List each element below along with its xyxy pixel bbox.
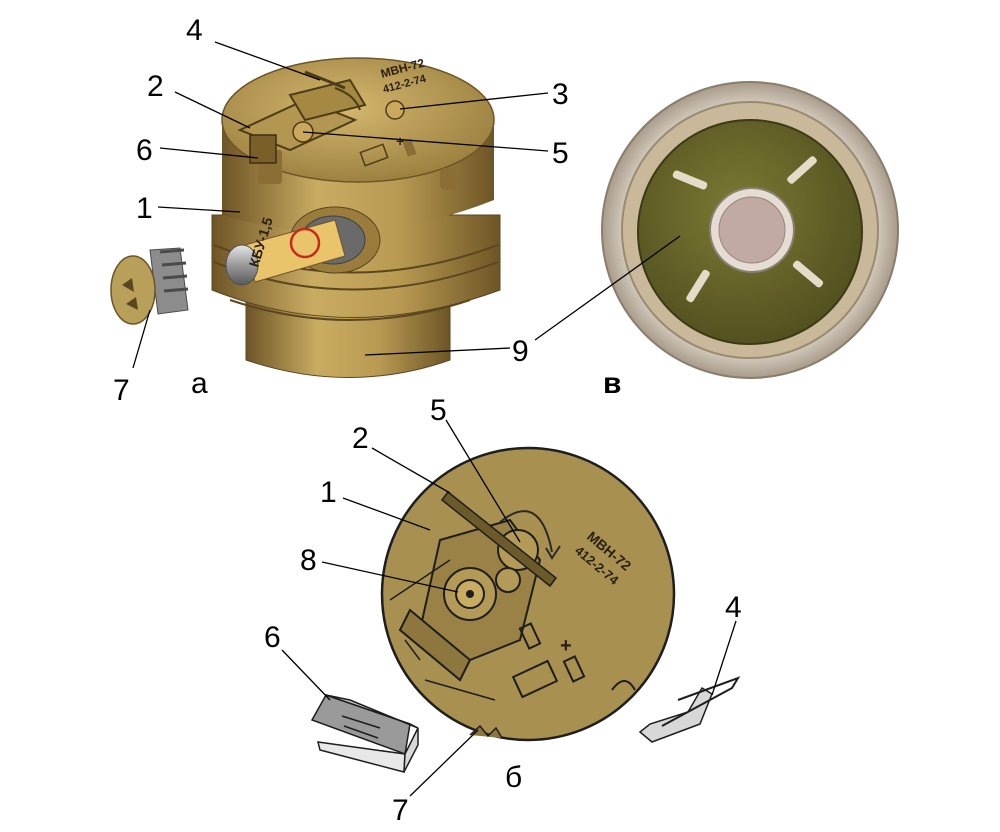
label-a-4: 4 [186, 14, 203, 47]
plus-mark-a: + [396, 133, 404, 149]
callout-labels-a: 4 2 6 1 3 5 7 9 [113, 14, 569, 407]
label-a-9: 9 [512, 335, 529, 368]
part-4-pin [638, 676, 741, 743]
label-a-7: 7 [113, 374, 130, 407]
part-6-clip [310, 694, 419, 773]
label-a-3: 3 [552, 78, 569, 111]
label-b-4: 4 [725, 591, 742, 624]
label-b-5: 5 [430, 394, 447, 427]
plug-a [110, 247, 189, 325]
panel-a-fuze: + МВН-72 412-2-74 КБУ-1,5 [211, 56, 501, 378]
label-a-1: 1 [136, 192, 153, 225]
label-b-8: 8 [300, 544, 317, 577]
panel-b-top-drawing: + МВН-72 412-2-74 [380, 446, 676, 742]
label-b-2: 2 [352, 422, 369, 455]
label-a-2: 2 [147, 70, 164, 103]
label-a-5: 5 [552, 137, 569, 170]
panel-letter-v: в [603, 367, 621, 400]
panel-letter-b: б [505, 761, 522, 794]
leader-lines [132, 41, 737, 797]
label-a-6: 6 [136, 134, 153, 167]
label-b-1: 1 [320, 476, 337, 509]
panel-letters: а в б [191, 367, 621, 794]
callout-labels-b: 5 2 1 8 6 4 7 [264, 394, 742, 827]
panel-v-bottom-view [601, 81, 899, 379]
label-b-7: 7 [392, 794, 409, 827]
plus-mark-b: + [560, 635, 572, 657]
panel-letter-a: а [191, 367, 208, 400]
label-b-6: 6 [264, 621, 281, 654]
